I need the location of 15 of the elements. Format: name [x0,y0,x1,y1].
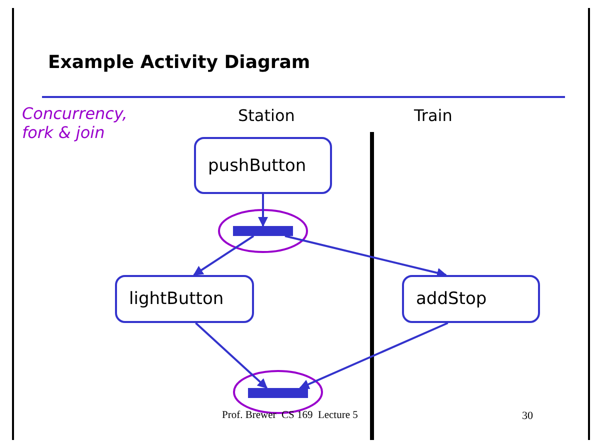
arrow [284,235,447,278]
swimlane-header: Station [238,106,295,125]
arrow [258,194,268,227]
activity-box: pushButton [194,137,332,194]
swimlane-header: Train [414,106,452,125]
slide-title: Example Activity Diagram [48,52,310,73]
annotation-note: Concurrency, fork & join [22,104,128,142]
page-number: 30 [522,410,533,422]
arrow [299,322,448,389]
activity-box: lightButton [115,275,254,323]
synchronization-bar [248,388,308,398]
arrow [195,322,268,389]
activity-box: addStop [402,275,540,323]
synchronization-bar [233,226,293,236]
arrow [193,235,254,276]
